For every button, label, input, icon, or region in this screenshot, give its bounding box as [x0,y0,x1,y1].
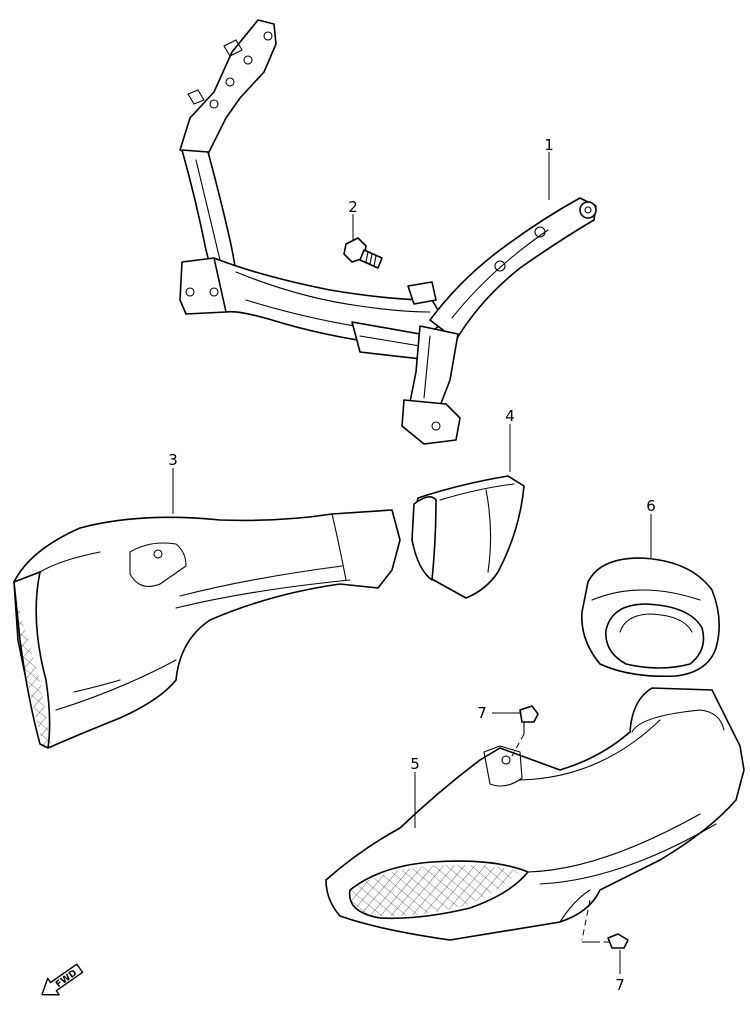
clip-upper-part [519,705,539,735]
callout-7-upper: 7 [477,704,487,722]
air-duct-right-part [325,687,745,941]
callout-5: 5 [410,755,420,773]
duct-sleeve-part [411,475,525,599]
bolt-part [343,237,383,269]
air-duct-left-part [13,509,401,749]
clip-lower-part [603,933,629,949]
callout-4: 4 [505,407,515,425]
callout-1: 1 [544,136,554,154]
fwd-arrow-icon: FWD [41,963,84,996]
frame-bracket-part [179,19,597,445]
duct-seal-part [581,557,720,678]
callout-6: 6 [646,497,656,515]
callout-7-lower: 7 [615,976,625,994]
leader-lines [172,152,652,974]
callout-3: 3 [168,451,178,469]
callout-2: 2 [348,198,358,216]
